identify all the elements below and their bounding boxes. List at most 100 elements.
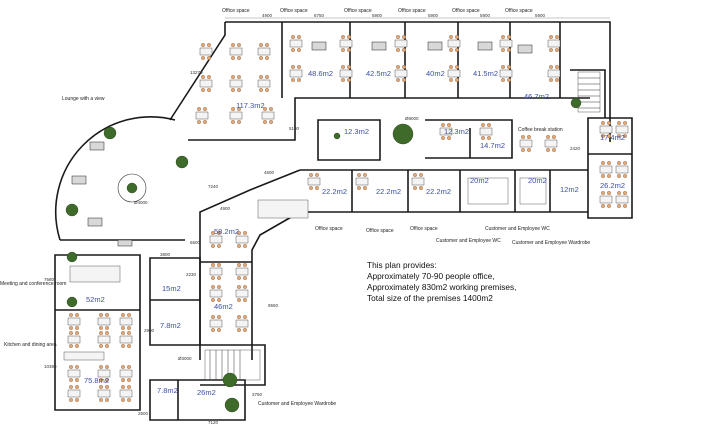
chair xyxy=(217,244,221,248)
label-office-space: Office space xyxy=(280,8,308,14)
chair xyxy=(69,398,73,402)
chair xyxy=(552,148,556,152)
chair xyxy=(217,315,221,319)
label-wardrobe: Customer and Employee Wardrobe xyxy=(258,401,336,407)
plant-icon xyxy=(224,397,240,413)
dimension: 5900 xyxy=(428,13,439,18)
chair xyxy=(546,135,550,139)
desk xyxy=(447,39,461,48)
chair xyxy=(75,385,79,389)
chair xyxy=(617,134,621,138)
chair xyxy=(207,43,211,47)
label-coffee: Coffee break station xyxy=(518,127,563,133)
chair xyxy=(259,43,263,47)
chair xyxy=(105,385,109,389)
chair xyxy=(105,344,109,348)
chair xyxy=(357,186,361,190)
dimension: 5900 xyxy=(535,13,546,18)
plant-icon xyxy=(126,182,138,194)
chair xyxy=(347,48,351,52)
chair xyxy=(203,107,207,111)
chair xyxy=(75,326,79,330)
room-area-r20: 52m2 xyxy=(86,295,105,304)
desk xyxy=(394,69,408,78)
chair xyxy=(396,78,400,82)
chair xyxy=(617,204,621,208)
chair xyxy=(201,56,205,60)
room-area-r19: 46m2 xyxy=(214,302,233,311)
chair xyxy=(607,121,611,125)
chair xyxy=(243,315,247,319)
room-area-r10: 17.4m2 xyxy=(600,133,625,142)
chair xyxy=(217,285,221,289)
desk xyxy=(119,335,133,344)
chair xyxy=(237,276,241,280)
chair xyxy=(555,48,559,52)
dimensions: 4900 6750 5900 5900 5900 5900 13270 5190… xyxy=(44,13,610,425)
plant-icon xyxy=(570,97,582,109)
desk xyxy=(307,177,321,186)
label-wardrobe: Customer and Employee Wardrobe xyxy=(512,240,590,246)
chair xyxy=(617,174,621,178)
room-area-r17: 12m2 xyxy=(560,185,579,194)
chair xyxy=(207,75,211,79)
chair xyxy=(447,123,451,127)
chair xyxy=(217,263,221,267)
chair xyxy=(315,186,319,190)
desk xyxy=(355,177,369,186)
dimension: 6600 xyxy=(190,240,201,245)
chair xyxy=(99,326,103,330)
sofa xyxy=(517,44,533,54)
chair xyxy=(217,231,221,235)
chair xyxy=(552,135,556,139)
room-labels: Office space Office space Office space O… xyxy=(0,8,590,407)
room-area-r24: 7.8m2 xyxy=(157,386,178,395)
chair xyxy=(402,48,406,52)
chair xyxy=(419,173,423,177)
chair xyxy=(237,43,241,47)
chair xyxy=(263,107,267,111)
plan-summary: This plan provides: Approximately 70-90 … xyxy=(367,260,516,303)
chair xyxy=(607,134,611,138)
room-area-r16: 20m2 xyxy=(528,176,547,185)
chair xyxy=(623,174,627,178)
chair xyxy=(127,398,131,402)
chair xyxy=(297,65,301,69)
chair xyxy=(243,276,247,280)
chair xyxy=(105,378,109,382)
plant-icon xyxy=(222,372,238,388)
dimension: 3750 xyxy=(252,392,263,397)
chair xyxy=(402,78,406,82)
room-area-r3: 42.5m2 xyxy=(366,69,391,78)
chair xyxy=(237,315,241,319)
note-title: This plan provides: xyxy=(367,260,437,270)
chair xyxy=(75,378,79,382)
desk xyxy=(229,47,243,56)
chair xyxy=(291,78,295,82)
chair xyxy=(75,398,79,402)
chair xyxy=(347,78,351,82)
chair xyxy=(297,48,301,52)
room-areas: 117.3m2 48.6m2 42.5m2 40m2 41.5m2 46.7m2… xyxy=(84,69,625,397)
chair xyxy=(601,134,605,138)
chair xyxy=(243,298,247,302)
dimension: Ø3000 xyxy=(178,356,192,361)
room-area-r7: 12.3m2 xyxy=(344,127,369,136)
chair xyxy=(501,48,505,52)
chair xyxy=(549,35,553,39)
desk xyxy=(257,79,271,88)
sofa xyxy=(71,175,87,185)
dimension: 3800 xyxy=(160,252,171,257)
dimension: 2500 xyxy=(138,411,149,416)
chair xyxy=(449,65,453,69)
desk xyxy=(119,369,133,378)
desk xyxy=(209,235,223,244)
dimension: 2900 xyxy=(144,328,155,333)
desk xyxy=(119,389,133,398)
desk xyxy=(447,69,461,78)
wc-fixtures xyxy=(467,177,509,205)
wc-fixtures xyxy=(519,177,547,205)
desk xyxy=(499,39,513,48)
chair xyxy=(521,135,525,139)
